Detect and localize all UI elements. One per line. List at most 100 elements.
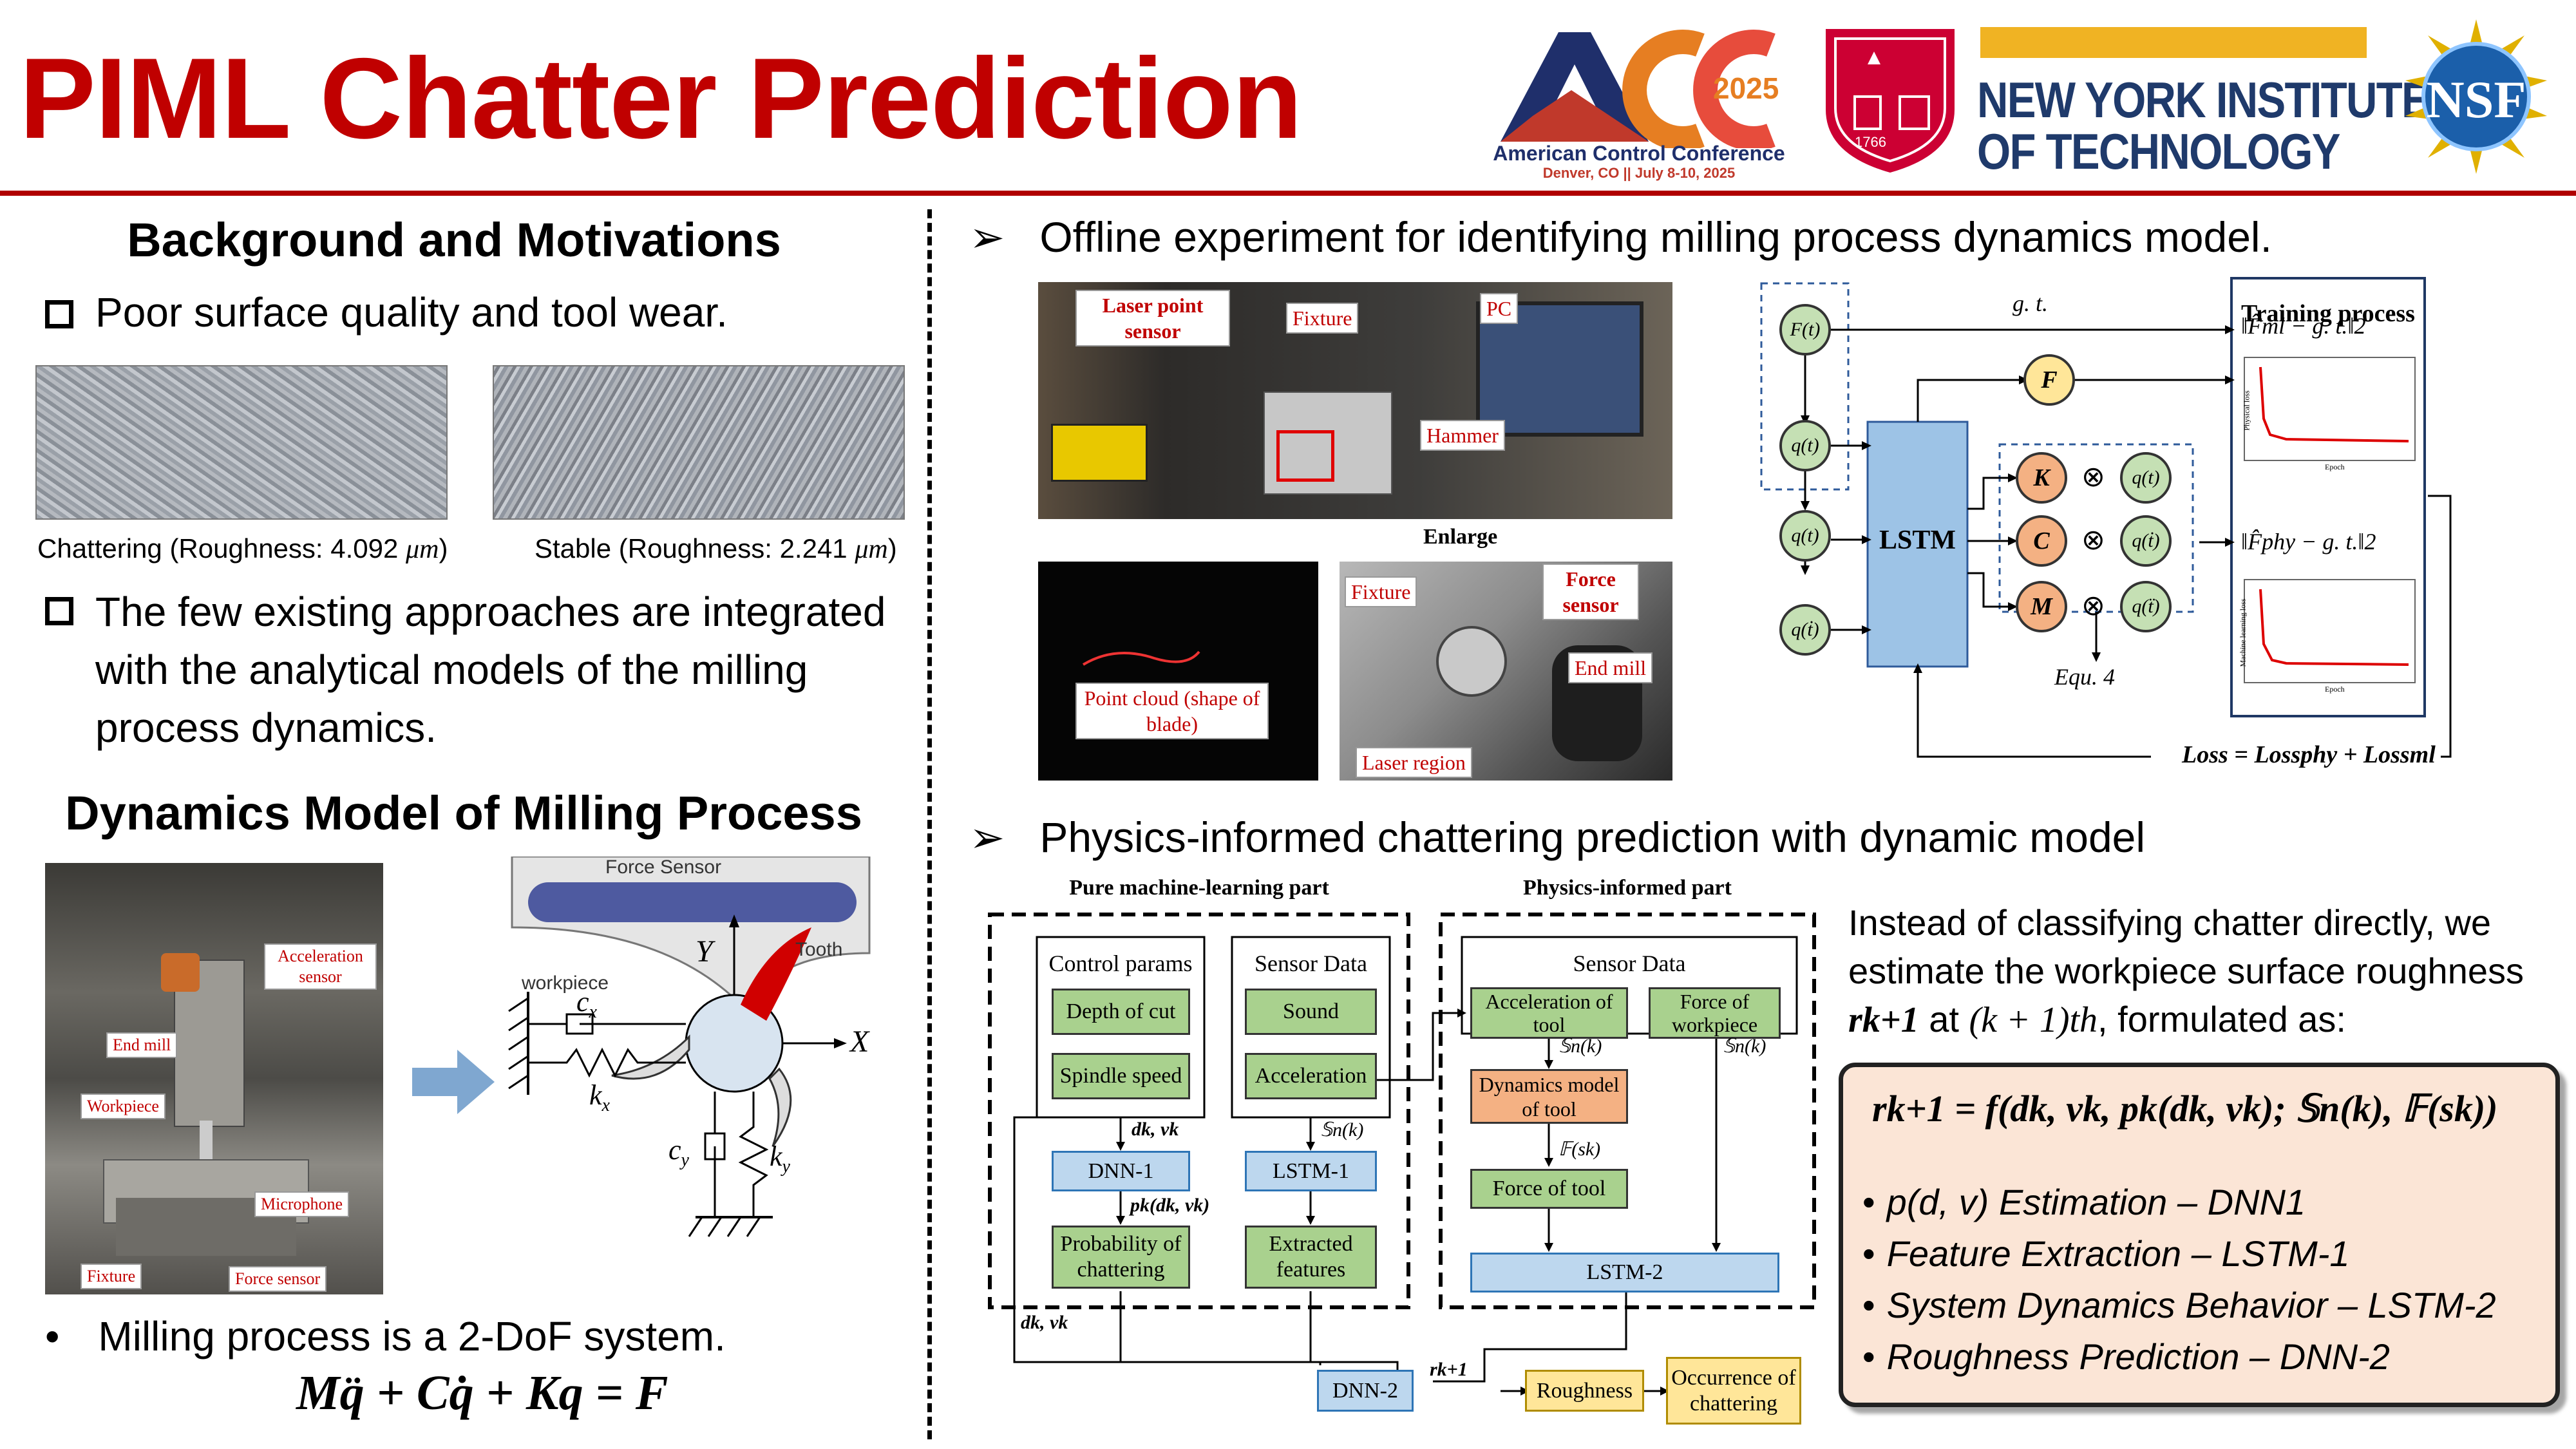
label-workpiece: Workpiece [80,1094,166,1119]
bullet-poor-quality: Poor surface quality and tool wear. [45,283,895,341]
label-end-mill-enlarged: End mill [1568,652,1653,683]
training-diagram: F(t) q(t) q(t) q(ṫ) g. t. F LSTM K C M ⊗… [1752,277,2518,779]
label-laser-point-sensor: Laser point sensor [1075,290,1230,346]
chatter-surface-image [35,365,448,520]
column-divider [927,209,932,1439]
schematic-cy: cy [668,1134,689,1170]
schematic-workpiece: workpiece [522,972,609,994]
list-item: •Feature Extraction – LSTM-1 [1862,1233,2350,1274]
node-q: q(t) [2120,452,2172,504]
roughness-formula: rk+1 = f(dk, vk, pk(dk, vk); 𝕊n(k), 𝔽(sk… [1872,1088,2498,1130]
probability-box: Probability of chattering [1052,1226,1190,1289]
schematic-tooth: Tooth [795,939,843,960]
label-force-sensor: Force sensor [229,1266,327,1292]
schematic-kx: kx [589,1079,610,1115]
otimes-1: ⊗ [2081,461,2105,493]
lstm2-box: LSTM-2 [1470,1253,1779,1293]
node-ft: F(t) [1779,304,1831,355]
plot2-xlabel: Epoch [2325,685,2345,694]
list-item: •Roughness Prediction – DNN-2 [1862,1336,2390,1377]
pure-ml-title: Pure machine-learning part [1069,876,1329,900]
acc-logo-graphic [1501,30,1776,151]
rutgers-logo: 1766 [1823,26,1958,174]
section1-heading: ➢Offline experiment for identifying mill… [969,213,2272,261]
formula-box: rk+1 = f(dk, vk, pk(dk, vk); 𝕊n(k), 𝔽(sk… [1839,1063,2560,1407]
acc-year: 2025 [1713,71,1779,105]
plot1-ylabel: Physical loss [2242,390,2251,431]
node-M: M [2016,581,2067,632]
nyit-line2: OF TECHNOLOGY [1977,123,2340,180]
point-cloud-plot [1082,650,1200,666]
list-item: •System Dynamics Behavior – LSTM-2 [1862,1285,2496,1325]
otimes-2: ⊗ [2081,524,2105,556]
bullet-existing-approaches: The few existing approaches are integrat… [45,583,895,757]
acc-name: American Control Conference [1493,142,1785,165]
checkbox-icon [45,300,73,328]
label-enlarge: Enlarge [1423,525,1498,549]
acceleration-box: Acceleration [1245,1053,1377,1099]
label-point-cloud: Point cloud (shape of blade) [1075,683,1269,739]
sensor-data2-label: Sensor Data [1573,951,1686,976]
node-qdot: q(ṫ) [1779,604,1831,656]
acc-location: Denver, CO || July 8-10, 2025 [1542,165,1736,181]
rutgers-year: 1766 [1855,134,1886,150]
total-loss: Loss = Lossphy + Lossml [2177,741,2441,769]
background-heading: Background and Motivations [127,213,781,267]
depth-of-cut-box: Depth of cut [1052,989,1190,1035]
control-params-label: Control params [1048,951,1193,976]
fsk-label: 𝔽(sk) [1558,1139,1601,1160]
nsf-logo: NSF [2402,19,2550,174]
nsf-text: NSF [2426,70,2526,129]
checkbox-icon [45,597,73,625]
schematic-drawing [508,855,871,1237]
rk1-label: rk+1 [1430,1359,1468,1380]
label-hammer: Hammer [1420,420,1505,451]
schematic-ky: ky [770,1141,790,1177]
label-end-mill: End mill [106,1032,178,1058]
label-force-sensor-enlarged: Force sensor [1542,564,1639,620]
node-qt-1: q(t) [1779,420,1831,471]
section2-heading: ➢Physics-informed chattering prediction … [969,813,2146,861]
node-qddot: q(ẗ) [2120,581,2172,632]
label-fixture-top: Fixture [1286,303,1359,334]
label-laser-region: Laser region [1356,747,1472,778]
label-fixture-enlarged: Fixture [1345,576,1417,607]
training-diagram-lines [1760,277,2452,762]
roughness-box: Roughness [1525,1370,1644,1412]
stable-caption: Stable (Roughness: 2.241 μm) [535,533,897,564]
flow-diagram: Pure machine-learning part Physics-infor… [982,873,1819,1433]
bullet-text: Poor surface quality and tool wear. [95,289,728,336]
bullet-2dof: •Milling process is a 2-DoF system. [45,1313,726,1359]
node-K: K [2016,452,2067,504]
bullet-text: The few existing approaches are integrat… [95,589,886,751]
nyit-bar [1980,27,2367,58]
extracted-features-box: Extracted features [1245,1226,1377,1289]
dynamics-model-box: Dynamics model of tool [1470,1069,1628,1124]
pk-label: pk(dk, vk) [1130,1195,1210,1216]
node-qt-2: q(t) [1779,510,1831,562]
lstm-block: LSTM [1879,526,1956,555]
node-C: C [2016,515,2067,567]
node-qdot-2: q(ṫ) [2120,515,2172,567]
list-item: •p(d, v) Estimation – DNN1 [1862,1182,2306,1222]
point-cloud-image [1038,562,1318,781]
dynamics-equation: Mq̈ + Cq̇ + Kq = F [296,1366,668,1420]
dnn2-box: DNN-2 [1317,1370,1414,1412]
force-workpiece-box: Force of workpiece [1649,987,1781,1039]
node-F: F [2023,354,2075,406]
sensor-data-label: Sensor Data [1255,951,1367,976]
right-arrow-icon [412,1050,495,1114]
loss-phy: ‖F̂phy − g. t.‖2 [2241,529,2376,554]
plot1-xlabel: Epoch [2325,462,2345,471]
force-of-tool-box: Force of tool [1470,1169,1628,1209]
chevron-right-icon: ➢ [969,213,1005,261]
occurrence-box: Occurrence of chattering [1666,1357,1801,1425]
roughness-description: Instead of classifying chatter directly,… [1848,902,2524,1040]
shield-icon [1826,29,1955,173]
dk-vk-label: dk, vk [1132,1119,1179,1140]
dnn1-box: DNN-1 [1052,1151,1190,1191]
method-list: •p(d, v) Estimation – DNN1 •Feature Extr… [1862,1177,2496,1383]
bullet-dot: • [45,1313,60,1359]
accel-tool-box: Acceleration of tool [1470,987,1628,1039]
training-title: Training process [2241,300,2415,327]
